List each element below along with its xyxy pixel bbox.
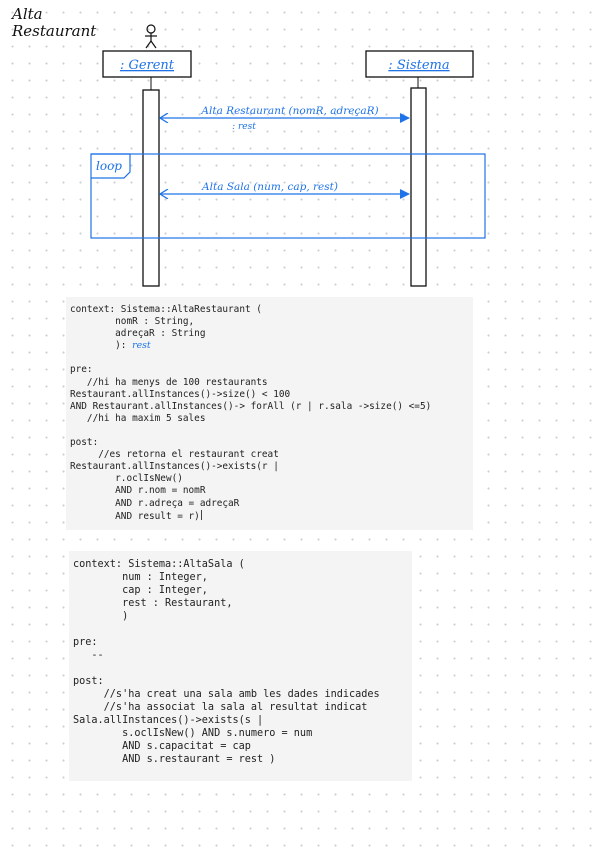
alta-restaurant-message-label: Alta Restaurant (nomR, adreçaR) <box>200 105 378 117</box>
code-line: r.oclIsNew() <box>70 473 183 485</box>
code-line: num : Integer, <box>73 572 208 583</box>
code-line: context: Sistema::AltaSala ( <box>73 559 245 570</box>
code-line: ): <box>70 340 133 352</box>
diagram-title: Alta Restaurant <box>12 6 96 40</box>
code-line: post: <box>70 437 99 449</box>
title-line-1: Alta <box>12 5 43 23</box>
title-line-2: Restaurant <box>12 22 97 40</box>
actor-activation-bar <box>142 89 160 287</box>
return-type-annotation: rest <box>132 340 151 352</box>
code-line: post: <box>73 676 104 687</box>
code-line: s.oclIsNew() AND s.numero = num <box>73 728 313 739</box>
ocl-alta-restaurant-code[interactable]: context: Sistema::AltaRestaurant ( nomR … <box>66 297 473 530</box>
text-cursor <box>200 509 202 520</box>
code-line: -- <box>73 650 104 661</box>
code-line: //es retorna el restaurant creat <box>70 449 279 461</box>
alta-restaurant-return-label: : rest <box>232 122 256 132</box>
actor-stick-figure-icon <box>145 24 157 49</box>
code-line: pre: <box>73 637 98 648</box>
code-line: Sala.allInstances()->exists(s | <box>73 715 264 726</box>
actor-lifeline-box <box>102 50 192 78</box>
code-line: pre: <box>70 364 93 376</box>
loop-fragment-tab <box>91 153 131 179</box>
code-line: rest : Restaurant, <box>73 598 233 609</box>
code-line: nomR : String, <box>70 316 195 328</box>
system-activation-bar <box>410 87 427 287</box>
code-line: //hi ha menys de 100 restaurants <box>70 376 268 388</box>
code-line: AND Restaurant.allInstances()-> forAll (… <box>70 400 432 412</box>
loop-fragment-frame <box>90 153 486 239</box>
ocl-alta-sala-code[interactable]: context: Sistema::AltaSala ( num : Integ… <box>69 551 412 781</box>
code-line: cap : Integer, <box>73 585 208 596</box>
code-line: //hi ha maxim 5 sales <box>70 412 206 424</box>
code-line: AND r.adreça = adreçaR <box>70 497 240 509</box>
code-line: context: Sistema::AltaRestaurant ( <box>70 304 262 315</box>
loop-fragment-label: loop <box>96 159 122 173</box>
code-line: ) <box>73 611 129 622</box>
code-line: //s'ha associat la sala al resultat indi… <box>73 702 368 713</box>
code-line: AND r.nom = nomR <box>70 485 206 497</box>
system-lifeline-label: : Sistema <box>388 58 449 73</box>
code-line: AND s.capacitat = cap <box>73 741 251 752</box>
code-line: AND result = r) <box>70 510 200 522</box>
code-line: //s'ha creat una sala amb les dades indi… <box>73 689 380 700</box>
code-line: Restaurant.allInstances()->exists(r | <box>70 461 279 473</box>
code-line: adreçaR : String <box>70 328 206 340</box>
system-lifeline-box <box>365 50 474 78</box>
code-line: AND s.restaurant = rest ) <box>73 754 276 765</box>
code-line: Restaurant.allInstances()->size() < 100 <box>70 388 291 400</box>
actor-lifeline-label: : Gerent <box>120 58 175 73</box>
alta-sala-message-label: Alta Sala (num, cap, rest) <box>201 181 338 193</box>
sequence-diagram: : Gerent : Sistema Alta Restaurant (nomR… <box>90 24 486 287</box>
